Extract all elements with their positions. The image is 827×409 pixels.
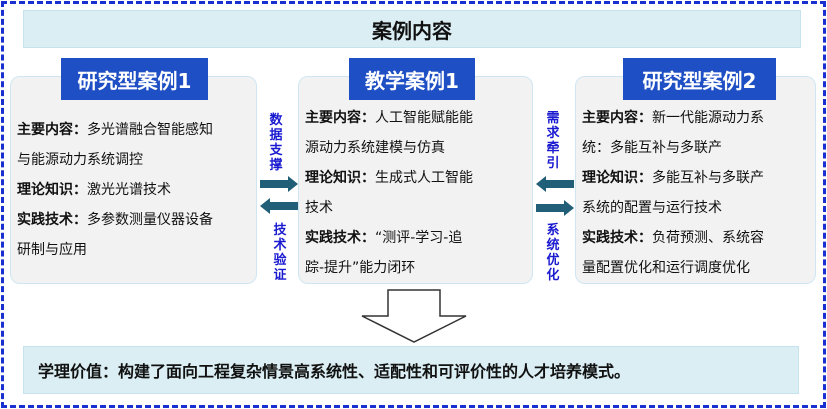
line-label: 理论知识：: [305, 170, 375, 186]
case-line: 理论知识：生成式人工智能: [305, 163, 526, 193]
arrow-left-icon: [260, 198, 298, 214]
line-text: 多能互补与多联产: [652, 170, 764, 186]
header-title: 案例内容: [23, 10, 801, 48]
case-box-research-1: 研究型案例1 主要内容：多光谱融合智能感知与能源动力系统调控理论知识：激光光谱技…: [10, 58, 257, 284]
case-line: 源动力系统建模与仿真: [305, 133, 526, 163]
case-title: 研究型案例2: [623, 58, 776, 100]
line-label: 主要内容：: [17, 122, 87, 138]
case-title: 研究型案例1: [61, 58, 208, 100]
case-line: 量配置优化和运行调度优化: [582, 253, 809, 283]
case-line: 实践技术：负荷预测、系统容: [582, 223, 809, 253]
case-line: 与能源动力系统调控: [17, 145, 250, 175]
arrow-right-icon: [260, 176, 298, 192]
line-text: 新一代能源动力系: [652, 110, 764, 126]
line-label: 主要内容：: [305, 110, 375, 126]
academic-value: 学理价值：构建了面向工程复杂情景高系统性、适配性和可评价性的人才培养模式。: [23, 346, 799, 394]
line-text: 生成式人工智能: [375, 170, 473, 186]
down-arrow-icon: [361, 289, 467, 343]
line-text: 负荷预测、系统容: [652, 230, 764, 246]
line-text: 研制与应用: [17, 242, 87, 258]
case-line: 主要内容：人工智能赋能能: [305, 103, 526, 133]
case-line: 理论知识：多能互补与多联产: [582, 163, 809, 193]
line-text: 多光谱融合智能感知: [87, 122, 213, 138]
line-text: 量配置优化和运行调度优化: [582, 260, 750, 276]
link-label-tech-verify: 技术验证: [273, 223, 287, 283]
case-line: 研制与应用: [17, 235, 250, 265]
line-label: 主要内容：: [582, 110, 652, 126]
line-text: 人工智能赋能能: [375, 110, 473, 126]
arrow-left-icon: [536, 176, 574, 192]
case-line: 实践技术：“测评-学习-追: [305, 223, 526, 253]
case-box-research-2: 研究型案例2 主要内容：新一代能源动力系统：多能互补与多联产理论知识：多能互补与…: [575, 58, 816, 284]
case-line: 实践技术：多参数测量仪器设备: [17, 205, 250, 235]
line-text: 统：多能互补与多联产: [582, 140, 722, 156]
case-line: 踪-提升”能力闭环: [305, 253, 526, 283]
line-text: 技术: [305, 200, 333, 216]
line-label: 实践技术：: [305, 230, 375, 246]
line-text: 源动力系统建模与仿真: [305, 140, 445, 156]
line-text: “测评-学习-追: [375, 230, 463, 246]
arrow-right-icon: [536, 200, 574, 216]
line-label: 实践技术：: [582, 230, 652, 246]
link-label-optimize: 系统优化: [546, 223, 560, 283]
case-line: 技术: [305, 193, 526, 223]
line-text: 激光光谱技术: [87, 182, 171, 198]
line-label: 实践技术：: [17, 212, 87, 228]
line-text: 多参数测量仪器设备: [87, 212, 213, 228]
case-title: 教学案例1: [349, 58, 475, 100]
case-line: 理论知识：激光光谱技术: [17, 175, 250, 205]
case-line: 系统的配置与运行技术: [582, 193, 809, 223]
case-line: 主要内容：新一代能源动力系: [582, 103, 809, 133]
line-text: 系统的配置与运行技术: [582, 200, 722, 216]
line-label: 理论知识：: [17, 182, 87, 198]
link-label-data-support: 数据支撑: [269, 113, 283, 173]
case-line: 主要内容：多光谱融合智能感知: [17, 115, 250, 145]
case-line: 统：多能互补与多联产: [582, 133, 809, 163]
line-text: 踪-提升”能力闭环: [305, 260, 416, 276]
line-text: 与能源动力系统调控: [17, 152, 143, 168]
case-box-teaching-1: 教学案例1 主要内容：人工智能赋能能源动力系统建模与仿真理论知识：生成式人工智能…: [298, 58, 533, 284]
line-label: 理论知识：: [582, 170, 652, 186]
link-label-demand: 需求牵引: [546, 111, 560, 171]
